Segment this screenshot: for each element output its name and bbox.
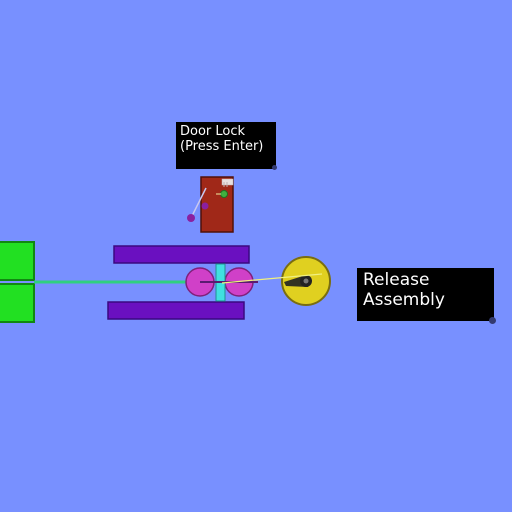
purple-rail-bottom [107, 301, 245, 320]
door-lock[interactable] [200, 176, 234, 233]
pin-icon [220, 190, 228, 198]
green-block-bottom [0, 283, 35, 323]
lever-arm [190, 187, 207, 219]
knob-icon[interactable] [187, 214, 195, 222]
release-assembly-label: Release Assembly [357, 268, 494, 321]
green-block-top [0, 241, 35, 281]
door-lock-label: Door Lock (Press Enter) [176, 122, 276, 169]
lever-pivot [201, 202, 209, 210]
ring-hub-inner [303, 278, 309, 284]
purple-rail-top [113, 245, 250, 264]
yellow-tension-line [221, 273, 323, 284]
release-assembly-label-corner [489, 317, 496, 324]
door-lock-label-corner [272, 165, 277, 170]
